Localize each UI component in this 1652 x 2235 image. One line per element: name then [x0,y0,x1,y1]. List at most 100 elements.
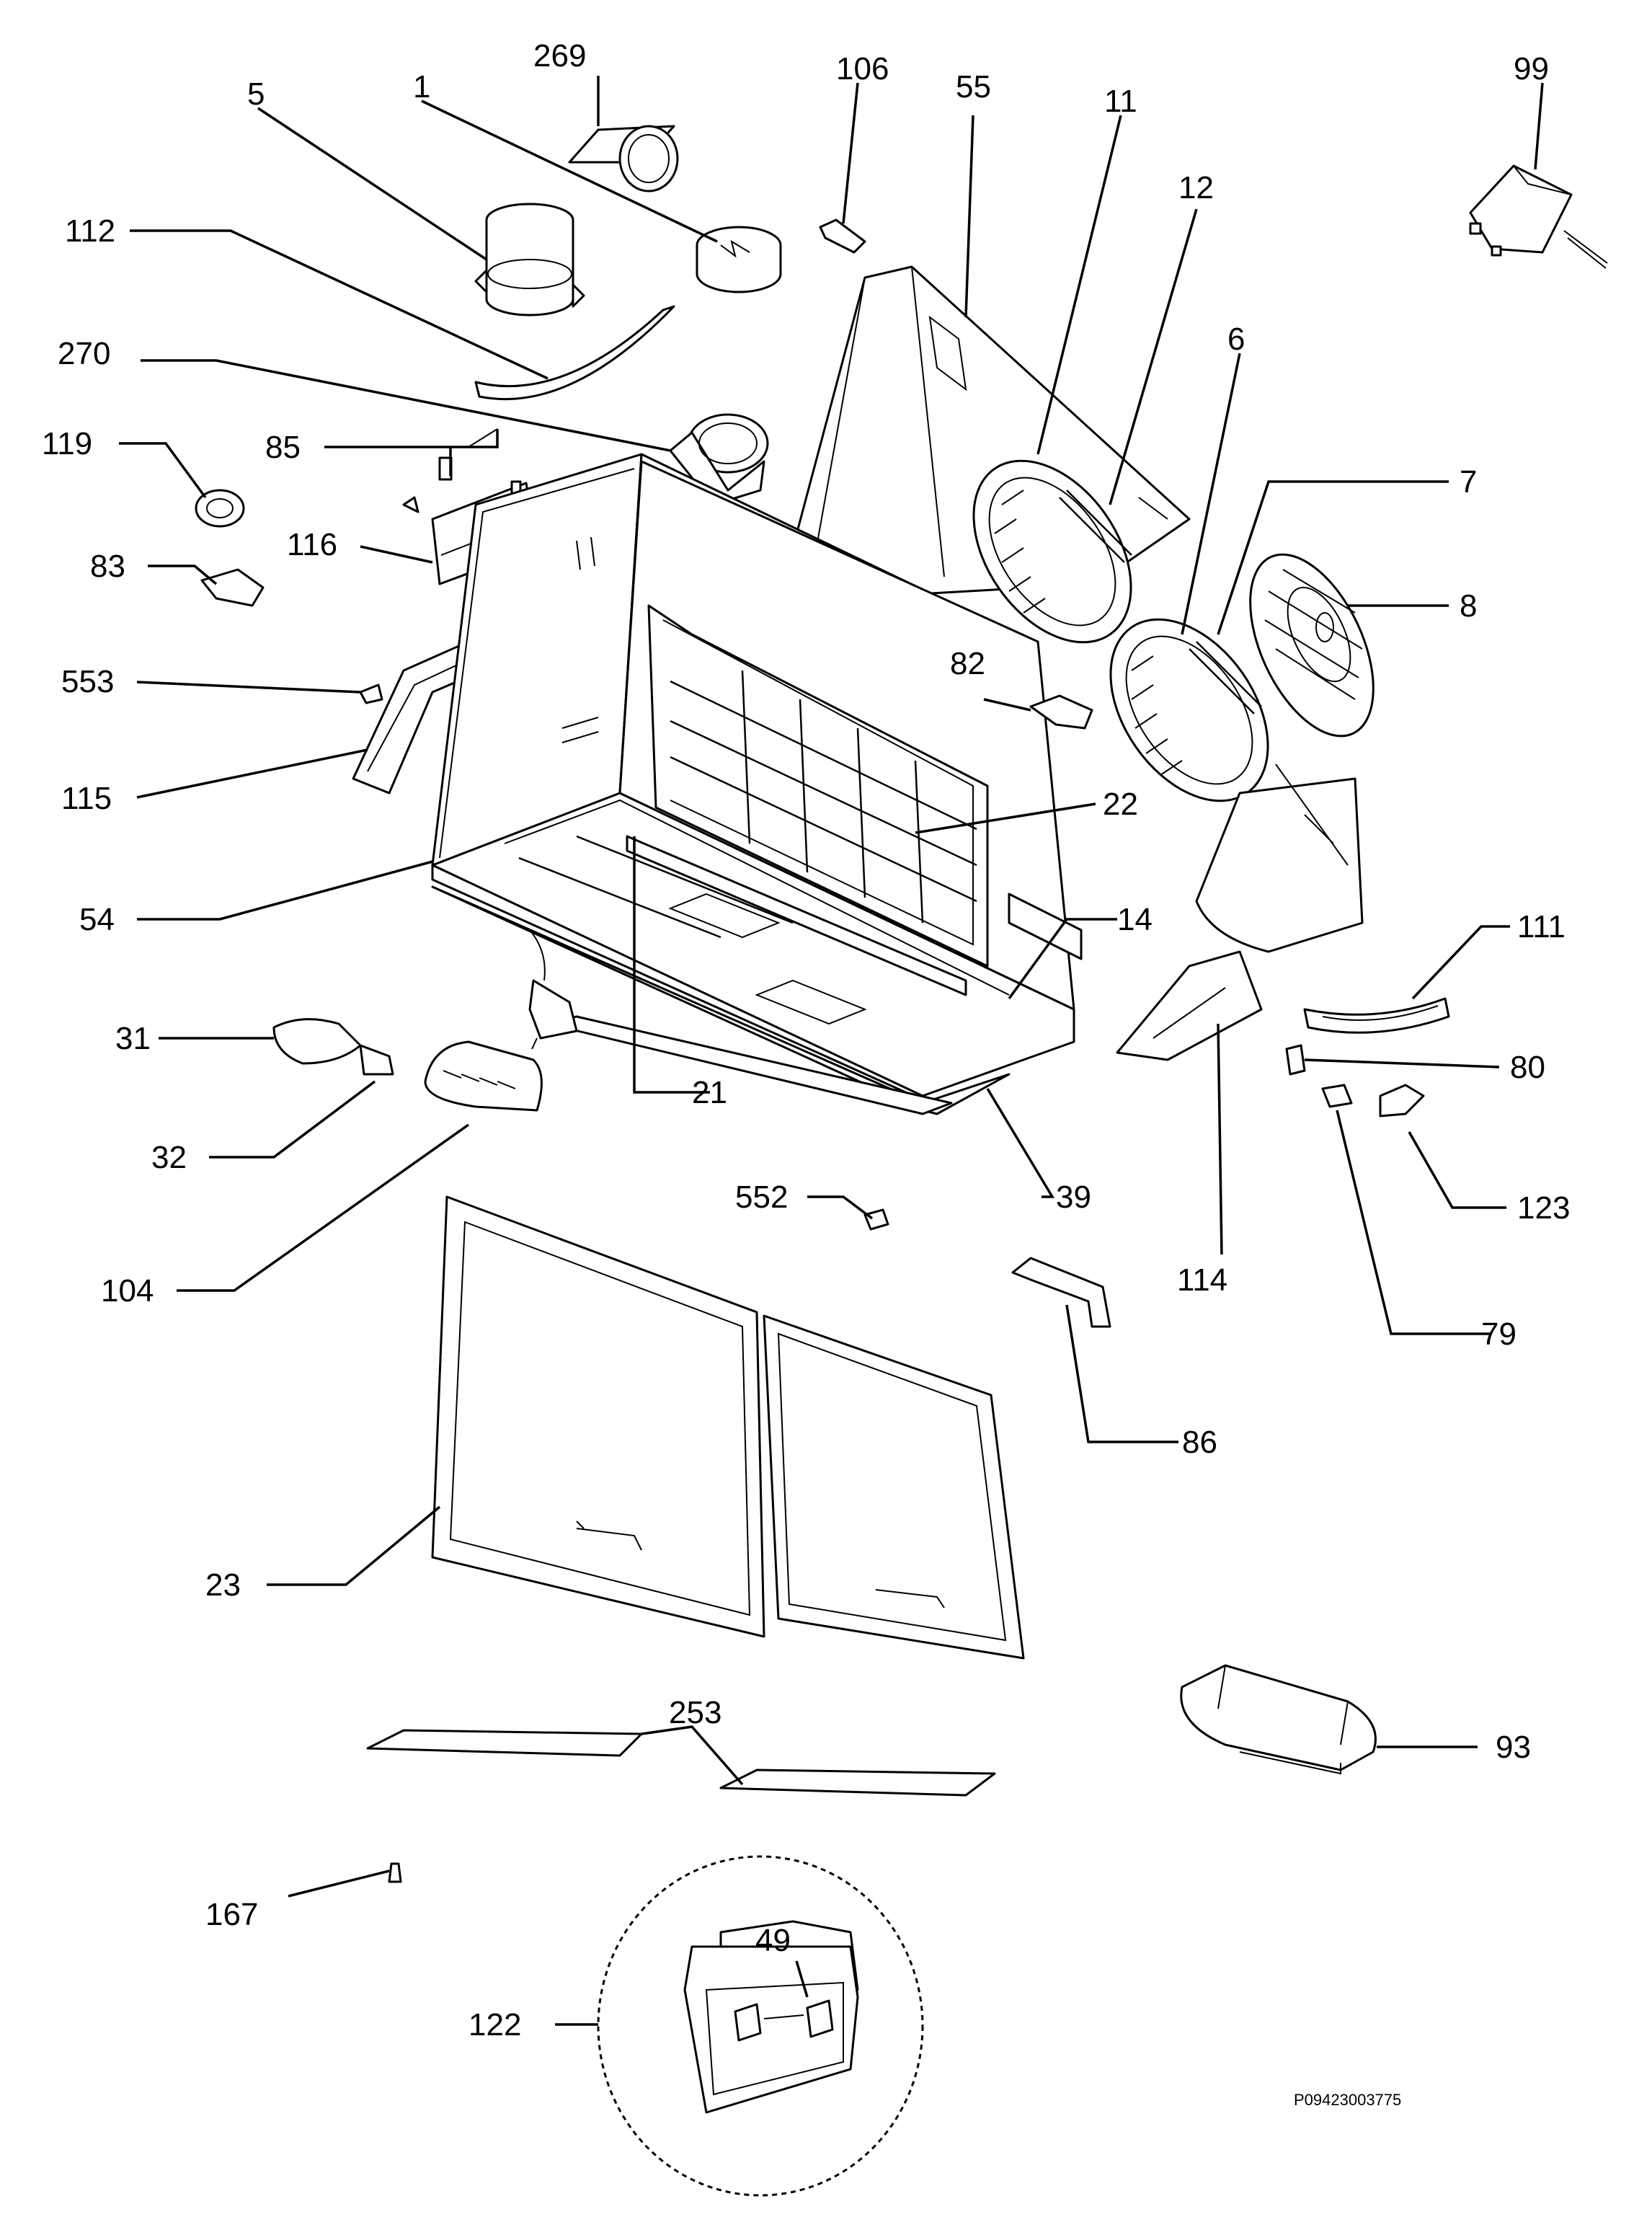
callout-93: 93 [1496,1730,1531,1765]
part-6-fan-wheel [1109,618,1269,802]
leader-253 [641,1725,744,1786]
callout-116: 116 [287,527,337,562]
leader-22 [915,802,1096,834]
leader-6 [1181,353,1241,635]
callout-1: 1 [413,69,430,105]
leader-55 [964,115,974,318]
part-106-bracket [819,218,866,254]
leader-5 [257,107,487,261]
callout-99: 99 [1514,51,1549,87]
callout-83: 83 [90,549,125,584]
callout-5: 5 [247,76,265,112]
part-269-scoop [568,125,679,192]
part-11-fan-wheel [972,459,1132,644]
leader-552 [807,1195,874,1220]
leader-49 [795,1960,809,1998]
callout-104: 104 [101,1273,154,1309]
leader-86 [1065,1304,1178,1443]
callout-11: 11 [1104,84,1137,119]
leader-99 [1534,82,1544,170]
part-83-clip [200,568,265,607]
leader-lines [119,76,1544,2026]
part-122-detail-circle [597,1855,924,2197]
callout-labels: 269 1 5 106 55 11 12 99 112 270 6 7 119 … [42,38,1570,2109]
callout-22: 22 [1103,787,1138,822]
callout-85: 85 [265,430,301,465]
part-31-lamp [272,1018,362,1065]
part-22-filter-cassette [647,604,989,968]
callout-553: 553 [61,664,114,699]
callout-115: 115 [61,781,112,816]
callout-122: 122 [468,2007,521,2043]
leader-123 [1408,1131,1506,1209]
leader-12 [1109,208,1198,505]
leader-39 [986,1088,1055,1198]
part-93-motor [1180,1664,1377,1775]
leader-85 [324,429,499,476]
callout-269: 269 [533,38,586,74]
part-99-small-motor [1469,164,1608,269]
callout-167: 167 [205,1897,258,1932]
part-79-clip [1321,1084,1353,1108]
leader-80 [1304,1058,1500,1068]
leader-270 [141,359,671,452]
callout-79: 79 [1481,1316,1516,1352]
callout-253: 253 [669,1695,721,1730]
leader-32 [209,1080,376,1159]
leader-1 [421,99,718,243]
leader-82 [983,698,1031,712]
callout-31: 31 [115,1021,151,1056]
leader-553 [136,681,361,694]
part-112-curved-strip [474,305,675,400]
part-8-fan-guard [1249,553,1375,738]
part-104-filter-tray [424,1040,543,1112]
part-80-small-clip [1285,1044,1306,1076]
callout-49: 49 [755,1923,791,1958]
callout-119: 119 [42,426,92,461]
part-167-screw [388,1862,402,1883]
callout-106: 106 [836,51,889,87]
callout-39: 39 [1056,1180,1091,1215]
callout-14: 14 [1117,902,1153,937]
callout-55: 55 [956,69,991,105]
part-1-round-filter [696,226,782,293]
part-553-small-clip [359,683,383,704]
part-114-bracket [1116,950,1263,1061]
callout-32: 32 [151,1140,187,1175]
callout-21: 21 [692,1075,727,1110]
callout-123: 123 [1517,1190,1570,1226]
callout-12: 12 [1178,170,1214,205]
part-7-motor-housing [1195,764,1364,953]
leader-21 [633,836,710,1094]
leader-167 [288,1869,390,1898]
leader-115 [136,748,368,799]
part-82-clip [1029,694,1093,730]
part-23-glass-panels [431,1195,1025,1660]
leader-7 [1217,480,1449,635]
leader-116 [360,545,433,564]
callout-82: 82 [950,646,985,681]
part-5-duct-adaptor [474,203,585,317]
leader-106 [842,82,859,224]
part-119-ring [195,489,245,528]
part-32-lamp-base [359,1044,394,1076]
callout-111: 111 [1517,909,1566,944]
part-270-collar [669,413,769,506]
leader-79 [1336,1110,1492,1335]
callout-552: 552 [735,1180,788,1215]
leader-104 [177,1123,470,1292]
callout-86: 86 [1182,1425,1217,1460]
callout-7: 7 [1460,464,1477,500]
callout-54: 54 [79,902,115,937]
power-cord [528,929,578,1050]
callout-270: 270 [58,336,110,371]
leader-11 [1036,115,1122,455]
part-111-curved-strip [1303,997,1450,1034]
leader-83 [148,565,218,585]
part-21-light-bar [626,835,967,996]
leader-111 [1411,925,1510,1000]
callout-80: 80 [1510,1050,1545,1085]
part-123-plate [1379,1084,1425,1118]
callout-23: 23 [205,1567,241,1603]
